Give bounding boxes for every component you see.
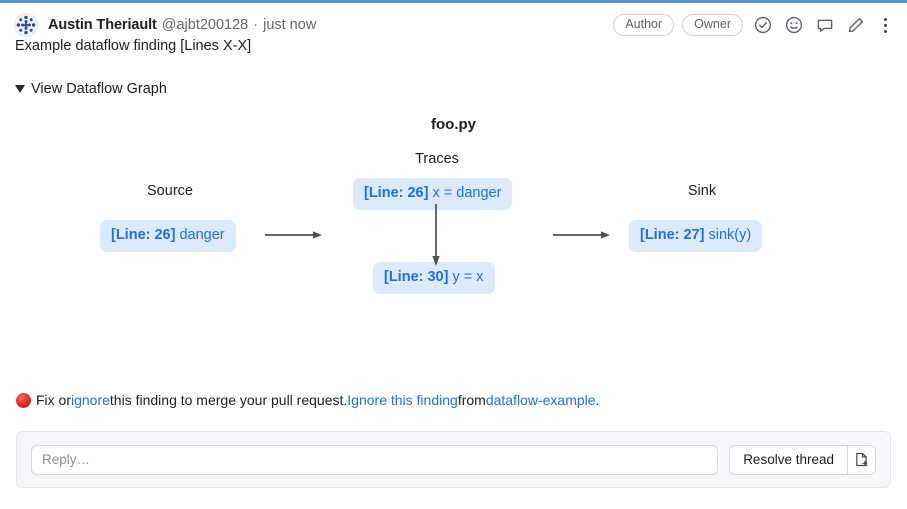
dataflow-graph: foo.py Source Traces Sink [Line: 26] dan… [0,108,907,308]
reply-input[interactable] [31,444,719,475]
author-name[interactable]: Austin Theriault [48,17,157,33]
note-text-4: . [595,392,600,408]
arrow-source-to-trace-icon [265,231,322,239]
arrow-trace-to-sink-icon [553,231,610,239]
author-handle[interactable]: @ajbt200128 [161,17,249,33]
comment-icon[interactable] [814,14,836,36]
red-circle-icon [16,392,31,408]
node-expression: x = danger [432,185,502,201]
timestamp: just now [263,17,317,33]
triangle-down-icon [15,85,25,93]
reply-panel: Resolve thread [16,431,891,488]
graph-filename: foo.py [431,116,476,133]
reply-actions: Resolve thread [729,444,876,475]
resolve-thread-button[interactable]: Resolve thread [729,444,847,475]
view-dataflow-graph-toggle[interactable]: View Dataflow Graph [15,81,167,97]
link-ignore[interactable]: ignore [71,392,110,408]
kebab-menu-icon[interactable] [877,14,893,36]
link-project[interactable]: dataflow-example [485,392,596,408]
graph-node-sink[interactable]: [Line: 27] sink(y) [629,220,763,252]
node-line-ref: [Line: 30] [384,269,449,285]
finding-title: Example dataflow finding [Lines X-X] [15,38,252,54]
column-label-sink: Sink [687,183,717,199]
badge-owner: Owner [682,14,743,36]
pencil-edit-icon[interactable] [845,14,867,36]
badge-author: Author [613,14,675,36]
check-circle-icon[interactable] [752,14,774,36]
note-text-1: Fix or [36,392,71,408]
note-text-3: from [457,392,486,408]
file-add-icon[interactable] [847,444,876,475]
column-label-traces: Traces [415,151,459,167]
comment-header: Austin Theriault @ajbt200128 · just now … [14,10,893,40]
finding-status-note: Fix or ignore this finding to merge your… [16,392,599,408]
node-expression: danger [179,227,225,243]
node-line-ref: [Line: 26] [364,185,429,201]
graph-node-trace-2[interactable]: [Line: 30] y = x [373,262,495,294]
avatar[interactable] [14,13,38,37]
arrow-trace1-to-trace2-icon [432,204,440,266]
emoji-smiley-icon[interactable] [783,14,805,36]
avatar-identicon-icon [15,14,37,36]
node-expression: y = x [452,269,484,285]
link-ignore-this-finding[interactable]: Ignore this finding [347,392,458,408]
node-expression: sink(y) [708,227,752,243]
graph-node-trace-1[interactable]: [Line: 26] x = danger [353,178,513,210]
graph-node-source[interactable]: [Line: 26] danger [100,220,236,252]
column-label-source: Source [147,183,193,199]
node-line-ref: [Line: 26] [111,227,176,243]
note-text-2: this finding to merge your pull request. [109,392,348,408]
node-line-ref: [Line: 27] [640,227,705,243]
top-accent-rule [0,0,907,3]
disclosure-label: View Dataflow Graph [31,81,167,97]
meta-separator: · [253,17,259,33]
